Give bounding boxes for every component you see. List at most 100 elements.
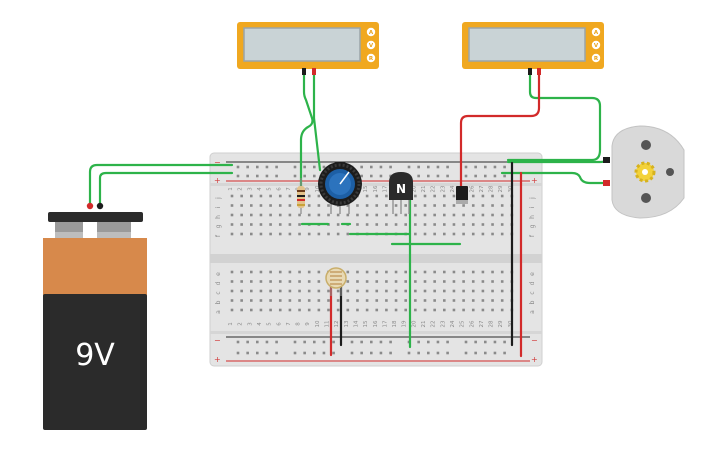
rail-bottom-plus-hole[interactable] (446, 351, 449, 355)
rail-top-plus-hole[interactable] (256, 174, 259, 178)
rail-top-minus-hole[interactable] (265, 165, 269, 169)
rail-bottom-plus-hole[interactable] (256, 351, 259, 355)
hole-e7[interactable] (288, 270, 292, 274)
hole-c13[interactable] (346, 289, 350, 293)
hole-a23[interactable] (443, 308, 446, 312)
hole-i9[interactable] (307, 204, 311, 207)
multimeter-1-probe-black[interactable] (302, 68, 306, 75)
hole-h2[interactable] (240, 213, 243, 217)
hole-e1[interactable] (230, 270, 234, 274)
hole-g6[interactable] (278, 223, 282, 226)
hole-d10[interactable] (317, 280, 321, 283)
hole-g3[interactable] (250, 223, 253, 226)
rail-bottom-plus-hole[interactable] (493, 351, 497, 355)
hole-b18[interactable] (394, 299, 398, 302)
rail-bottom-plus-hole[interactable] (265, 351, 269, 355)
hole-c19[interactable] (404, 289, 407, 293)
hole-j22[interactable] (433, 194, 436, 198)
hole-g4[interactable] (259, 223, 263, 226)
hole-d8[interactable] (298, 280, 301, 283)
hole-c28[interactable] (491, 289, 494, 293)
hole-h1[interactable] (230, 213, 234, 217)
hole-e21[interactable] (423, 270, 427, 274)
hole-h7[interactable] (288, 213, 292, 217)
hole-c27[interactable] (481, 289, 485, 293)
hole-c9[interactable] (307, 289, 311, 293)
rail-bottom-minus-hole[interactable] (493, 340, 497, 344)
hole-b9[interactable] (307, 299, 311, 302)
rail-top-minus-hole[interactable] (256, 165, 259, 169)
rail-top-plus-hole[interactable] (446, 174, 449, 178)
hole-c14[interactable] (356, 289, 359, 293)
rail-bottom-minus-hole[interactable] (379, 340, 383, 344)
hole-i11[interactable] (327, 204, 330, 207)
hole-d1[interactable] (230, 280, 234, 283)
hole-i25[interactable] (462, 204, 465, 207)
potentiometer[interactable] (318, 162, 362, 214)
hole-h5[interactable] (269, 213, 272, 217)
hole-g14[interactable] (356, 223, 359, 226)
hole-d14[interactable] (356, 280, 359, 283)
hole-e9[interactable] (307, 270, 311, 274)
hole-h21[interactable] (423, 213, 427, 217)
hole-e25[interactable] (462, 270, 465, 274)
rail-bottom-plus-hole[interactable] (379, 351, 383, 355)
hole-b20[interactable] (414, 299, 417, 302)
hole-e20[interactable] (414, 270, 417, 274)
rail-top-plus-hole[interactable] (293, 174, 297, 178)
hole-d26[interactable] (471, 280, 475, 283)
hole-g25[interactable] (462, 223, 465, 226)
rail-top-minus-hole[interactable] (293, 165, 297, 169)
hole-g22[interactable] (433, 223, 436, 226)
rail-top-plus-hole[interactable] (436, 174, 440, 178)
hole-h26[interactable] (471, 213, 475, 217)
hole-c5[interactable] (269, 289, 272, 293)
hole-f1[interactable] (230, 232, 234, 236)
hole-b7[interactable] (288, 299, 292, 302)
hole-b17[interactable] (385, 299, 388, 302)
hole-j24[interactable] (452, 194, 456, 198)
hole-g28[interactable] (491, 223, 494, 226)
rail-bottom-plus-hole[interactable] (246, 351, 249, 355)
rail-top-plus-hole[interactable] (503, 174, 506, 178)
wire-battery-negative[interactable] (88, 163, 234, 208)
hole-a9[interactable] (307, 308, 311, 312)
hole-f10[interactable] (317, 232, 321, 236)
hole-d6[interactable] (278, 280, 282, 283)
hole-d4[interactable] (259, 280, 263, 283)
hole-a12[interactable] (336, 308, 340, 312)
hole-h15[interactable] (365, 213, 369, 217)
motor-terminal-top[interactable] (603, 157, 610, 163)
rail-top-plus-hole[interactable] (303, 174, 306, 178)
hole-a18[interactable] (394, 308, 398, 312)
hole-h19[interactable] (404, 213, 407, 217)
rail-bottom-plus-hole[interactable] (464, 351, 468, 355)
hole-d17[interactable] (385, 280, 388, 283)
hole-a19[interactable] (404, 308, 407, 312)
hole-a22[interactable] (433, 308, 436, 312)
rail-bottom-minus-hole[interactable] (246, 340, 249, 344)
rail-bottom-plus-hole[interactable] (427, 351, 430, 355)
rail-bottom-minus-hole[interactable] (313, 340, 316, 344)
hole-f12[interactable] (336, 232, 340, 236)
hole-e26[interactable] (471, 270, 475, 274)
hole-h13[interactable] (346, 213, 350, 217)
rail-top-minus-hole[interactable] (313, 165, 316, 169)
rail-bottom-minus-hole[interactable] (322, 340, 326, 344)
hole-i21[interactable] (423, 204, 427, 207)
rail-top-plus-hole[interactable] (246, 174, 249, 178)
wire-mm1-black[interactable] (299, 72, 314, 190)
rail-bottom-minus-hole[interactable] (474, 340, 477, 344)
hole-a7[interactable] (288, 308, 292, 312)
hole-f27[interactable] (481, 232, 485, 236)
hole-a17[interactable] (385, 308, 388, 312)
hole-a29[interactable] (500, 308, 504, 312)
rail-bottom-minus-hole[interactable] (389, 340, 392, 344)
rail-top-plus-hole[interactable] (474, 174, 477, 178)
hole-g1[interactable] (230, 223, 234, 226)
hole-b27[interactable] (481, 299, 485, 302)
rail-bottom-minus-hole[interactable] (350, 340, 354, 344)
rail-bottom-plus-hole[interactable] (389, 351, 392, 355)
hole-d3[interactable] (250, 280, 253, 283)
